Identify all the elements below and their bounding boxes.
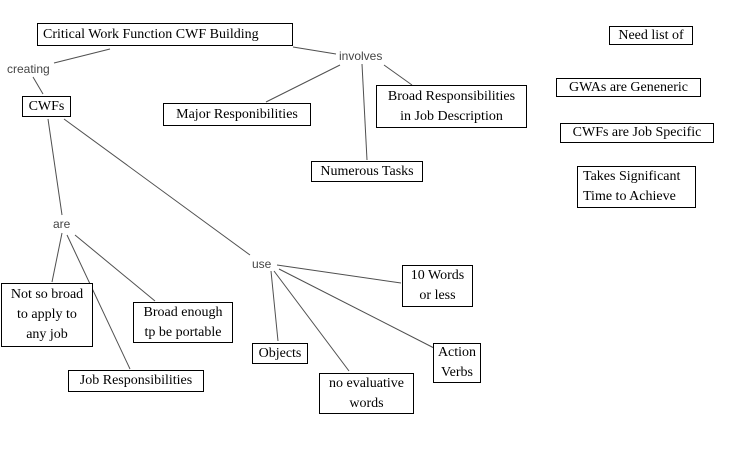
node-need-list-of[interactable]: Need list of [609, 26, 693, 45]
edge-use-objects [270, 270, 279, 342]
edge-cwfs-use [63, 118, 251, 256]
link-label-involves[interactable]: involves [339, 49, 383, 63]
node-objects[interactable]: Objects [252, 343, 308, 364]
node-action-verbs[interactable]: Action Verbs [433, 343, 481, 383]
edge-are-broadenough [74, 234, 156, 302]
node-no-evaluative-words[interactable]: no evaluative words [319, 373, 414, 414]
node-not-so-broad[interactable]: Not so broad to apply to any job [1, 283, 93, 347]
node-numerous-tasks[interactable]: Numerous Tasks [311, 161, 423, 182]
edge-creating-cwfs [32, 76, 44, 95]
link-label-are[interactable]: are [53, 217, 71, 231]
edge-cwfs-are [47, 118, 63, 216]
edge-use-noeval [273, 270, 350, 372]
edge-involves-broadresp [383, 64, 413, 86]
node-job-responsibilities[interactable]: Job Responsibilities [68, 370, 204, 392]
node-gwas-are-generic[interactable]: GWAs are Geneneric [556, 78, 701, 97]
edge-involves-major [265, 64, 341, 103]
node-critical-work-function[interactable]: Critical Work Function CWF Building [37, 23, 293, 46]
link-label-use[interactable]: use [252, 257, 272, 271]
edge-use-tenwords [276, 264, 402, 284]
edge-title-involves [292, 46, 337, 55]
node-takes-significant-time[interactable]: Takes Significant Time to Achieve [577, 166, 696, 208]
node-ten-words-or-less[interactable]: 10 Words or less [402, 265, 473, 307]
edge-involves-numerous [361, 63, 368, 161]
edge-are-jobresp [66, 234, 131, 370]
edge-use-actionverbs [278, 268, 435, 349]
edge-are-notbroad [51, 232, 63, 283]
node-major-responsibilities[interactable]: Major Responibilities [163, 103, 311, 126]
node-broad-enough-portable[interactable]: Broad enough tp be portable [133, 302, 233, 343]
node-broad-responsibilities[interactable]: Broad Responsibilities in Job Descriptio… [376, 85, 527, 128]
node-cwfs-are-job-specific[interactable]: CWFs are Job Specific [560, 123, 714, 143]
link-label-creating[interactable]: creating [7, 62, 50, 76]
edge-title-creating [53, 48, 111, 64]
node-cwfs[interactable]: CWFs [22, 96, 71, 117]
